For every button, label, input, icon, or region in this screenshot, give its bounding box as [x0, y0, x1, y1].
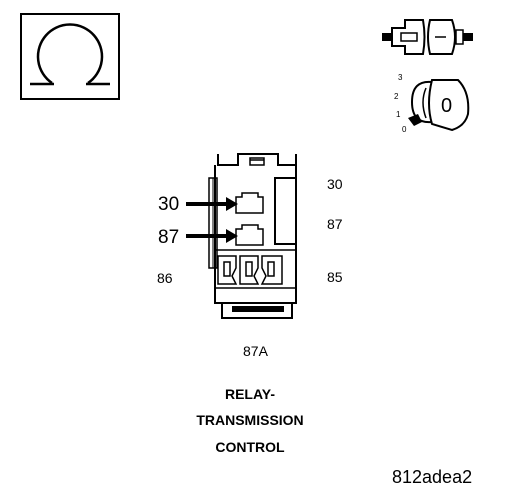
- terminal-87a: [239, 255, 260, 285]
- pin-label-right-30: 30: [327, 176, 343, 192]
- pin-label-left-30: 30: [158, 194, 179, 215]
- ignition-position-0: 0: [402, 125, 407, 134]
- terminal-30: [235, 192, 264, 214]
- terminal-86: [217, 255, 238, 285]
- pin-label-right-87: 87: [327, 216, 343, 232]
- relay-connector: [208, 153, 297, 319]
- terminal-85: [260, 255, 283, 285]
- ignition-position-2: 2: [394, 92, 399, 101]
- ohm-symbol-icon: [20, 13, 120, 100]
- ignition-position-3: 3: [398, 73, 403, 82]
- pin-label-85: 85: [327, 269, 343, 285]
- pin-label-86: 86: [157, 270, 173, 286]
- ignition-key-label: 0: [441, 95, 452, 117]
- caption-line-3: CONTROL: [215, 439, 285, 455]
- caption-line-1: RELAY-: [224, 386, 276, 402]
- pin-label-left-87: 87: [158, 227, 179, 248]
- arrow-87: [186, 229, 238, 243]
- pin-label-87a: 87A: [243, 343, 269, 359]
- terminal-87: [235, 224, 264, 246]
- caption-line-2: TRANSMISSION: [196, 412, 304, 428]
- ignition-position-1: 1: [396, 110, 401, 119]
- arrow-30: [186, 197, 238, 211]
- reference-code: 812adea2: [392, 467, 473, 487]
- connector-plug-icon: [382, 19, 473, 55]
- ignition-key-icon: 3 2 1 0 0: [394, 73, 470, 134]
